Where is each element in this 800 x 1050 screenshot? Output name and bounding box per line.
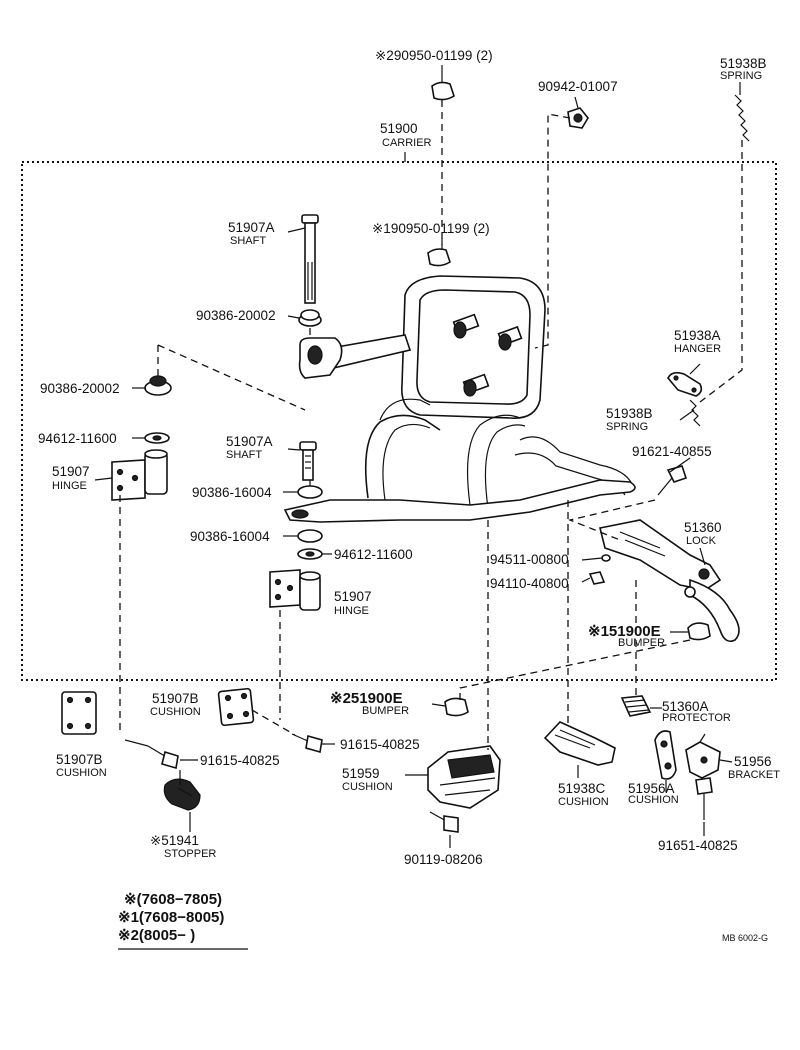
bolt-91651 bbox=[695, 777, 713, 820]
label-51360: 51360 bbox=[684, 520, 722, 535]
drawing-code: MB 6002-G bbox=[722, 933, 768, 943]
bumper-51900E-2 bbox=[444, 697, 469, 717]
label-51956A: 51956A bbox=[628, 781, 675, 796]
label-51938A: 51938A bbox=[674, 328, 721, 343]
washer-94511 bbox=[601, 554, 611, 562]
label-90386-20002-a: 90386-20002 bbox=[196, 308, 276, 323]
stud-bolt bbox=[452, 313, 523, 397]
label-51907A-mid: 51907A bbox=[226, 434, 273, 449]
label-51938B-mid: 51938B bbox=[606, 406, 653, 421]
label-90386-20002-b: 90386-20002 bbox=[40, 381, 120, 396]
label-protector: PROTECTOR bbox=[662, 712, 731, 724]
protector-51360A bbox=[620, 695, 652, 717]
spring-51938B-mid bbox=[689, 399, 701, 427]
label-51941: ※51941 bbox=[150, 833, 199, 848]
label-51900: 51900 bbox=[380, 121, 418, 136]
label-91615-b: 91615-40825 bbox=[340, 737, 420, 752]
label-shaft-top: SHAFT bbox=[230, 235, 266, 247]
label-51956: 51956 bbox=[734, 754, 772, 769]
legend-line-2: ※1(7608−8005) bbox=[118, 909, 224, 926]
leader-lines bbox=[94, 65, 743, 848]
bracket-51956 bbox=[685, 733, 721, 779]
label-cushion-51959: CUSHION bbox=[342, 781, 393, 793]
label-94612-mid: 94612-11600 bbox=[334, 547, 413, 562]
cushion-51907B-mid bbox=[217, 687, 255, 727]
label-bumper-1: BUMPER bbox=[618, 637, 665, 649]
label-spring-mid: SPRING bbox=[606, 421, 648, 433]
label-51907A-top: 51907A bbox=[228, 220, 275, 235]
label-cushion-51956A: CUSHION bbox=[628, 794, 679, 806]
bushing-90386-16004-a bbox=[297, 485, 323, 499]
shaft-51907A-top bbox=[301, 214, 319, 304]
bolt-91615-a bbox=[147, 745, 179, 770]
carrier-boundary bbox=[21, 161, 777, 681]
lock-51360 bbox=[599, 519, 740, 643]
label-51900E-2: ※251900E bbox=[330, 690, 403, 707]
label-94511: 94511-00800 bbox=[490, 552, 569, 567]
label-94110: 94110-40800 bbox=[490, 576, 569, 591]
legend-line-1: ※(7608−7805) bbox=[124, 891, 222, 908]
label-bumper-2: BUMPER bbox=[362, 705, 409, 717]
hinge-mid bbox=[269, 569, 321, 611]
cushion-51907B-left bbox=[61, 691, 97, 735]
label-51907B-mid: 51907B bbox=[152, 691, 199, 706]
label-hanger: HANGER bbox=[674, 343, 721, 355]
label-90386-16004-b: 90386-16004 bbox=[190, 529, 270, 544]
label-lock: LOCK bbox=[686, 535, 717, 547]
label-51938B-top: 51938B bbox=[720, 56, 767, 71]
label-91651: 91651-40825 bbox=[658, 838, 738, 853]
label-51907-mid: 51907 bbox=[334, 589, 372, 604]
label-190950: ※190950-01199 (2) bbox=[372, 221, 490, 236]
hinge-left bbox=[111, 449, 168, 501]
bumper-51900E-1 bbox=[687, 622, 711, 641]
label-51907-left: 51907 bbox=[52, 464, 90, 479]
label-51360A: 51360A bbox=[662, 699, 709, 714]
bolt-90119 bbox=[429, 811, 459, 833]
plug-90950-top bbox=[431, 81, 455, 101]
label-stopper: STOPPER bbox=[164, 848, 216, 860]
label-90386-16004-a: 90386-16004 bbox=[192, 485, 272, 500]
label-bracket: BRACKET bbox=[728, 769, 780, 781]
label-90942: 90942-01007 bbox=[538, 79, 618, 94]
label-cushion-51938C: CUSHION bbox=[558, 796, 609, 808]
label-51907B-left: 51907B bbox=[56, 752, 103, 767]
label-91621: 91621-40855 bbox=[632, 444, 712, 459]
legend-line-3: ※2(8005− ) bbox=[118, 927, 195, 944]
carrier-frame bbox=[283, 275, 636, 523]
stopper-51941 bbox=[163, 778, 201, 811]
label-hinge-left: HINGE bbox=[52, 480, 87, 492]
callout-labels: ※290950-01199 (2) 90942-01007 51938B SPR… bbox=[38, 48, 780, 867]
bolt-91615-b bbox=[291, 733, 323, 754]
label-51938C: 51938C bbox=[558, 781, 606, 796]
bushing-90386-16004-b bbox=[297, 529, 323, 543]
label-cushion-51907B-left: CUSHION bbox=[56, 767, 107, 779]
label-cushion-51907B-mid: CUSHION bbox=[150, 706, 201, 718]
bushing-90386-20002-a bbox=[298, 309, 322, 327]
label-90119: 90119-08206 bbox=[404, 852, 483, 867]
nut-90942 bbox=[567, 107, 589, 129]
nut-94110 bbox=[588, 571, 606, 585]
cushion-51938C bbox=[543, 721, 616, 766]
label-91615-a: 91615-40825 bbox=[200, 753, 280, 768]
label-94612-top: 94612-11600 bbox=[38, 431, 117, 446]
label-51900E-1: ※151900E bbox=[588, 623, 661, 640]
label-51959: 51959 bbox=[342, 766, 380, 781]
legend: ※(7608−7805) ※1(7608−8005) ※2(8005− ) bbox=[118, 891, 248, 950]
shaft-51907A-mid bbox=[299, 441, 317, 481]
label-carrier: CARRIER bbox=[382, 137, 432, 149]
bushing-90386-20002-b bbox=[144, 375, 172, 396]
hanger-51938A bbox=[667, 371, 703, 397]
label-hinge-mid: HINGE bbox=[334, 605, 369, 617]
spring-51938B-top bbox=[734, 94, 750, 142]
label-290950: ※290950-01199 (2) bbox=[375, 48, 493, 63]
label-shaft-mid: SHAFT bbox=[226, 449, 262, 461]
cushion-51959 bbox=[427, 745, 501, 809]
cushion-51956A bbox=[654, 730, 677, 780]
plug-90950-mid bbox=[427, 248, 451, 267]
label-spring-top: SPRING bbox=[720, 70, 762, 82]
